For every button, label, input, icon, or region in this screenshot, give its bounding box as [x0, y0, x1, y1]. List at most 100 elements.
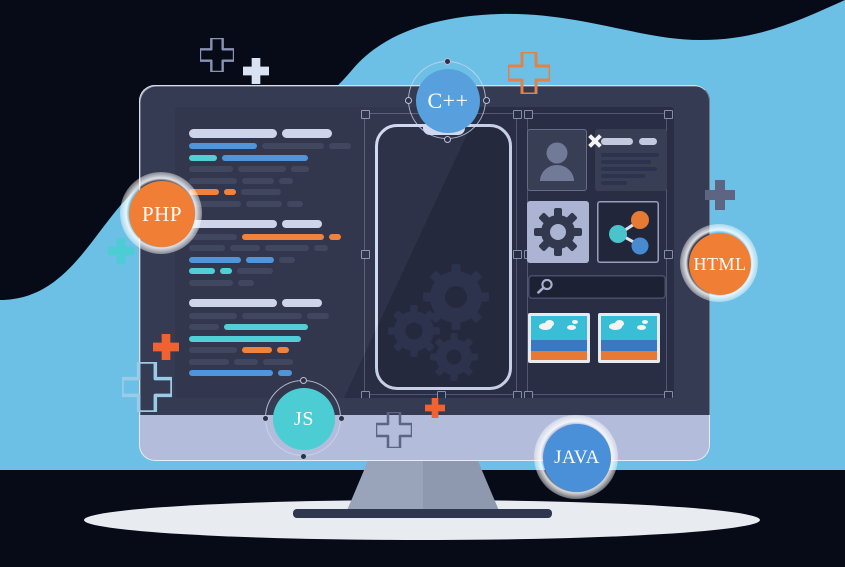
code-line [189, 324, 361, 330]
gear-icon [534, 208, 582, 256]
code-line [189, 143, 361, 149]
code-token-function [278, 370, 292, 376]
code-token-function [246, 256, 274, 263]
badge-circle-html[interactable]: HTML [689, 233, 751, 295]
image-thumbnail[interactable] [528, 313, 590, 363]
cloud-shape [567, 325, 576, 330]
code-editor-pane[interactable] [189, 129, 361, 389]
code-token-variable [224, 324, 308, 330]
badge-ring-handle-3[interactable] [404, 96, 412, 104]
code-token-variable [189, 268, 215, 274]
code-line [189, 298, 361, 307]
cloud-shape [642, 320, 648, 324]
code-token-keyword [189, 129, 277, 138]
selection-handle-br[interactable] [513, 391, 522, 398]
badge-circle-java[interactable]: JAVA [543, 424, 611, 492]
code-token-comment [246, 200, 282, 207]
code-line [189, 129, 361, 138]
code-token-comment [291, 166, 309, 172]
badge-ring-handle-1[interactable] [482, 96, 490, 104]
badge-ring-handle-2[interactable] [299, 452, 307, 460]
selection-handle-bc[interactable] [437, 391, 446, 398]
code-token-keyword [282, 219, 322, 228]
badge-ring-handle-0[interactable] [443, 57, 451, 65]
widgets-panel[interactable] [524, 110, 673, 398]
thumbnail-art [601, 316, 657, 360]
selection-handle-mr[interactable] [513, 250, 522, 259]
cloud-shape [615, 320, 624, 327]
code-token-comment [189, 324, 219, 330]
image-thumbnail[interactable] [598, 313, 660, 363]
code-token-comment [314, 245, 328, 251]
code-line [189, 177, 361, 184]
badge-circle-js[interactable]: JS [273, 388, 335, 450]
selection-handle-bl[interactable] [361, 391, 370, 398]
share-card[interactable] [597, 201, 659, 263]
cross-shape-c9 [425, 398, 445, 418]
phone-selection-frame[interactable] [361, 110, 522, 398]
code-token-variable [189, 154, 217, 161]
cross-shape-c2 [243, 58, 269, 84]
phone-mockup[interactable] [375, 124, 512, 390]
cross-shape-c3 [508, 52, 550, 94]
cloud-shape [637, 325, 646, 330]
badge-label: HTML [693, 253, 747, 274]
badge-label: C++ [427, 88, 469, 113]
badge-circle-cpp[interactable]: C++ [416, 69, 480, 133]
cross-shape-c1 [200, 38, 234, 72]
badge-php[interactable]: PHP [118, 170, 206, 258]
code-token-comment [189, 358, 229, 365]
code-token-comment [263, 358, 293, 365]
cloud-shape [545, 320, 554, 327]
close-button[interactable] [585, 131, 605, 151]
selection-handle-tl[interactable] [361, 110, 370, 119]
code-token-comment [189, 200, 241, 207]
code-token-comment [189, 233, 237, 240]
search-bar[interactable] [528, 275, 666, 299]
text-content-card[interactable] [595, 129, 667, 191]
thumbnail-shore [531, 351, 587, 360]
gears-illustration [388, 264, 489, 381]
code-token-comment [234, 358, 258, 365]
badge-js[interactable]: JS [261, 376, 346, 461]
badge-circle-php[interactable]: PHP [129, 181, 195, 247]
badge-cpp[interactable]: C++ [404, 57, 491, 144]
badge-ring-handle-2[interactable] [443, 135, 451, 143]
avatar-card[interactable] [527, 129, 587, 191]
widgets-handle-tr[interactable] [664, 110, 673, 119]
code-line [189, 200, 361, 207]
code-token-comment [189, 177, 237, 184]
cloud-shape [572, 320, 578, 324]
badge-html[interactable]: HTML [678, 222, 762, 306]
widgets-handle-bl[interactable] [524, 391, 533, 398]
text-card-line [601, 174, 645, 178]
code-token-string [277, 347, 289, 353]
code-line [189, 370, 361, 376]
badge-ring-handle-1[interactable] [337, 414, 345, 422]
widgets-handle-tl[interactable] [524, 110, 533, 119]
selection-handle-ml[interactable] [361, 250, 370, 259]
code-token-variable [189, 335, 301, 342]
code-token-comment [241, 189, 281, 195]
code-token-string [329, 233, 341, 240]
cloud-shape [609, 323, 622, 330]
widgets-handle-mr[interactable] [664, 250, 673, 259]
selection-handle-tr[interactable] [513, 110, 522, 119]
code-token-function [189, 256, 241, 263]
code-token-function [189, 143, 257, 149]
badge-java[interactable]: JAVA [532, 413, 622, 503]
code-token-keyword [282, 129, 332, 138]
person-icon [540, 142, 574, 181]
code-block [189, 298, 361, 376]
code-token-keyword [189, 298, 277, 307]
text-card-pill-1 [601, 138, 633, 145]
cloud-shape [539, 323, 552, 330]
settings-card[interactable] [527, 201, 589, 263]
code-token-comment [279, 256, 295, 263]
monitor-screen [175, 107, 674, 398]
badge-ring-handle-3[interactable] [261, 414, 269, 422]
monitor-chin-edge [139, 415, 710, 461]
badge-ring-handle-0[interactable] [299, 376, 307, 384]
widgets-handle-br[interactable] [664, 391, 673, 398]
